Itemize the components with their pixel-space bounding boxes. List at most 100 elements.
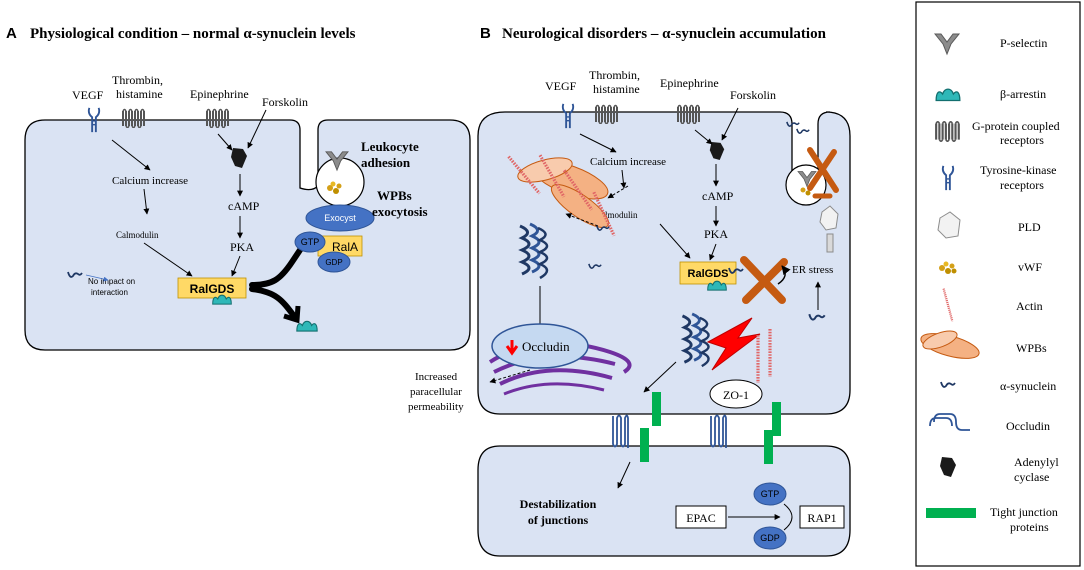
cell-b-lower — [477, 445, 851, 557]
inhibition-x-exocytosis — [807, 147, 839, 193]
legend-beta-arrestin: β-arrestin — [1000, 87, 1046, 101]
leukocyte-label: Leukocyte — [361, 139, 419, 154]
legend-actin: Actin — [1016, 299, 1043, 313]
legend-occludin: Occludin — [1006, 419, 1050, 433]
legend-tj-2: proteins — [1010, 520, 1049, 534]
tight-junction-icon — [926, 508, 976, 518]
ralgds-box — [679, 261, 737, 285]
epac-label: EPAC — [686, 511, 716, 525]
er-stress-label: ER stress — [792, 264, 833, 276]
panel-b-title: Neurological disorders – α-synuclein acc… — [502, 26, 827, 42]
curved-arrow-down — [249, 286, 297, 319]
thrombin-label: Thrombin, — [112, 73, 163, 87]
tight-junction-protein — [764, 430, 773, 464]
legend-tkr-1: Tyrosine-kinase — [980, 163, 1056, 177]
gtp-label: GTP — [301, 237, 320, 247]
legend-adcy-1: Adenylyl — [1014, 455, 1059, 469]
gtp-label: GTP — [761, 489, 780, 499]
calcium-label: Calcium increase — [112, 175, 188, 187]
vwf-icon — [800, 187, 811, 196]
junctions-label: of junctions — [528, 513, 589, 527]
legend-tj-1: Tight junction — [990, 505, 1058, 519]
zo1-label: ZO-1 — [723, 388, 749, 402]
vwf-icon — [939, 261, 957, 274]
legend-vwf: vWF — [1018, 260, 1042, 274]
permeability-label: permeability — [408, 401, 464, 413]
ralgds-label: RalGDS — [190, 282, 235, 296]
alpha-synuclein-icon — [796, 128, 810, 134]
vegf-label: VEGF — [72, 88, 104, 102]
inhibition-x-ralgds — [740, 256, 788, 304]
gtp-bubble — [294, 231, 326, 253]
exocyst-label: Exocyst — [324, 213, 356, 223]
calmodulin-label: Calmodulin — [595, 210, 638, 220]
calmodulin-label: Calmodulin — [116, 230, 159, 240]
ralgds-label: RalGDS — [688, 268, 729, 280]
stress-lightning-icon — [706, 317, 761, 371]
wpbs-icon — [920, 330, 980, 359]
gtp-bubble — [753, 482, 787, 506]
rala-label: RalA — [332, 240, 358, 254]
gdp-bubble — [317, 251, 351, 273]
increased-label: Increased — [415, 371, 458, 383]
gdp-label: GDP — [325, 258, 342, 267]
camp-label: cAMP — [228, 199, 260, 213]
legend-gpcr-2: receptors — [1000, 133, 1044, 147]
paracellular-label: paracellular — [410, 386, 462, 398]
exocyst — [305, 204, 375, 232]
legend: P-selectin β-arrestin G-protein coupled … — [915, 1, 1081, 567]
histamine-label: histamine — [593, 82, 640, 96]
epinephrine-label: Epinephrine — [660, 76, 719, 90]
exocytosis-label: exocytosis — [372, 204, 428, 219]
forskolin-label: Forskolin — [262, 95, 308, 109]
tight-junction-protein — [772, 402, 781, 436]
zo1-bubble — [709, 379, 763, 409]
panel-b: B Neurological disorders – α-synuclein a… — [408, 25, 851, 557]
legend-adcy-2: cyclase — [1014, 470, 1049, 484]
nucleus — [491, 323, 589, 369]
vegf-label: VEGF — [545, 79, 577, 93]
legend-box — [915, 1, 1081, 567]
rap1-box — [799, 505, 845, 529]
tight-junction-protein — [640, 428, 649, 462]
epinephrine-label: Epinephrine — [190, 87, 249, 101]
epac-box — [675, 505, 727, 529]
thrombin-label: Thrombin, — [589, 68, 640, 82]
legend-tkr-2: receptors — [1000, 178, 1044, 192]
panel-a: A Physiological condition – normal α-syn… — [6, 25, 471, 351]
gdp-bubble — [753, 526, 787, 550]
occludin-icon — [612, 414, 629, 449]
rap1-label: RAP1 — [807, 511, 836, 525]
decrease-arrow-icon — [505, 340, 519, 356]
vwf-icon — [327, 181, 342, 194]
pld-icon — [937, 211, 961, 239]
legend-gpcr-1: G-protein coupled — [972, 119, 1060, 133]
pka-label: PKA — [704, 227, 728, 241]
wpbs-label: WPBs — [377, 188, 412, 203]
calcium-label: Calcium increase — [590, 156, 666, 168]
forskolin-label: Forskolin — [730, 88, 776, 102]
camp-label: cAMP — [702, 189, 734, 203]
occludin-icon — [710, 414, 727, 449]
legend-wpbs: WPBs — [1016, 341, 1047, 355]
legend-p-selectin: P-selectin — [1000, 36, 1047, 50]
interaction-label: interaction — [91, 288, 128, 297]
panel-b-letter: B — [480, 25, 491, 42]
legend-alpha-synuclein: α-synuclein — [1000, 379, 1056, 393]
tight-junction-protein — [652, 392, 661, 426]
ralgds-box — [177, 277, 247, 299]
pld-icon — [819, 205, 839, 231]
pka-label: PKA — [230, 240, 254, 254]
legend-pld: PLD — [1018, 220, 1041, 234]
destabilization-label: Destabilization — [520, 497, 597, 511]
pld-stem — [826, 233, 834, 253]
no-impact-label: No impact on — [88, 277, 135, 286]
wpb-vesicle — [315, 157, 365, 207]
panel-a-letter: A — [6, 25, 17, 42]
histamine-label: histamine — [116, 87, 163, 101]
occludin-label: Occludin — [522, 339, 570, 354]
curved-arrow-up — [249, 241, 307, 288]
adhesion-label: adhesion — [361, 155, 411, 170]
gdp-label: GDP — [760, 533, 780, 543]
